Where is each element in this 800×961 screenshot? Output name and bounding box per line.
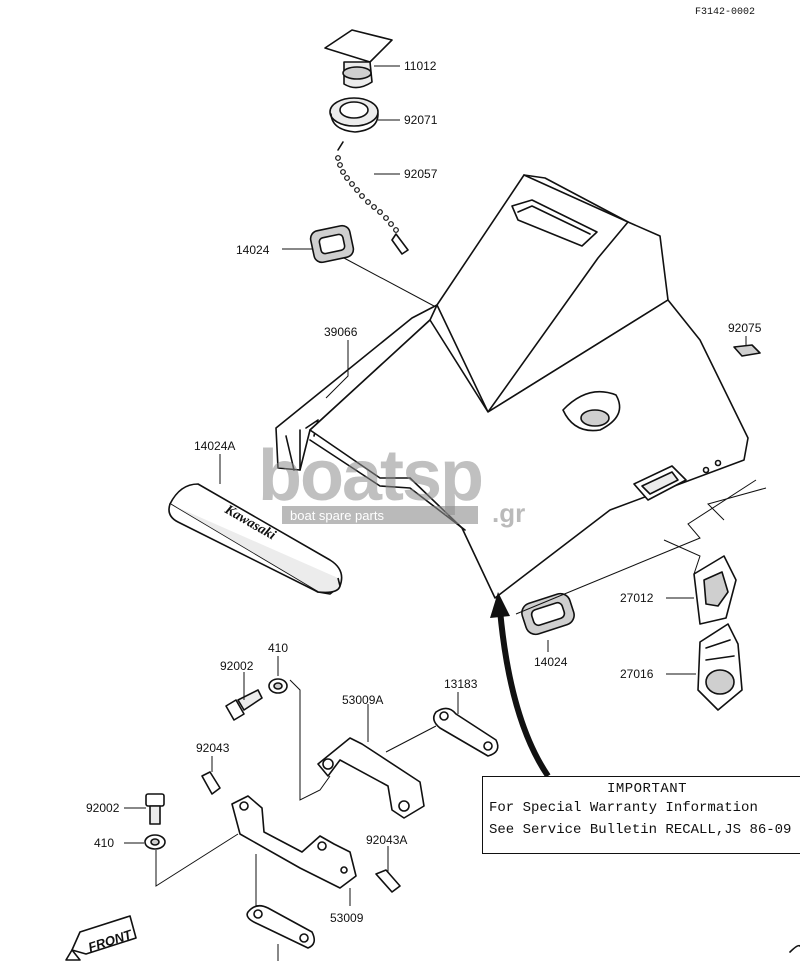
- pin-92043a-shape: [375, 869, 401, 893]
- watermark-tagline-bar: [282, 506, 478, 524]
- important-notice: IMPORTANT For Special Warranty Informati…: [482, 776, 800, 854]
- part-label-410-upper: 410: [268, 641, 288, 655]
- grommet-92071-shape: [329, 97, 379, 133]
- part-label-27012: 27012: [620, 591, 654, 605]
- part-label-92002-upper: 92002: [220, 659, 254, 673]
- watermark: boatsp .gr boat spare parts: [258, 436, 525, 528]
- part-label-53009a: 53009A: [342, 693, 383, 707]
- leader-lines: [124, 65, 767, 961]
- part-label-92043: 92043: [196, 741, 230, 755]
- latch-plate-27012-shape: [693, 555, 737, 625]
- plate-lower-shape: [246, 904, 316, 949]
- notice-title: IMPORTANT: [606, 781, 688, 797]
- bracket-53009a-shape: [317, 737, 425, 819]
- part-label-11012: 11012: [404, 59, 437, 73]
- bolt-92002-lower-shape: [145, 793, 165, 825]
- part-label-14024-lower: 14024: [534, 655, 568, 669]
- notice-arrow: [490, 592, 551, 778]
- grommet-14024-upper-shape: [309, 224, 355, 264]
- part-label-13183: 13183: [444, 677, 478, 691]
- plug-92075-shape: [733, 344, 761, 357]
- watermark-brand: boatsp: [258, 436, 482, 516]
- part-label-14024a: 14024A: [194, 439, 235, 453]
- cap-11012-shape: [324, 29, 393, 89]
- part-label-92057: 92057: [404, 167, 438, 181]
- part-label-92075: 92075: [728, 321, 762, 335]
- washer-410-upper-shape: [268, 678, 288, 694]
- drawing-code: F3142-0002: [695, 7, 755, 18]
- front-marker: FRONT: [65, 915, 137, 961]
- bracket-53009-shape: [231, 795, 357, 889]
- notice-line-2: See Service Bulletin RECALL,JS 86-09: [489, 822, 792, 838]
- pin-92043-shape: [201, 771, 221, 795]
- chain-92057-shape: [335, 141, 409, 255]
- part-label-92043a: 92043A: [366, 833, 407, 847]
- part-labels: 11012 92071 92057 14024 39066 92075 1402…: [86, 59, 762, 925]
- part-label-27016: 27016: [620, 667, 654, 681]
- grommet-14024-lower-shape: [521, 592, 575, 636]
- cover-39066-shape: [275, 174, 749, 599]
- latch-27016-shape: [697, 623, 743, 711]
- part-label-410-lower: 410: [94, 836, 114, 850]
- part-label-39066: 39066: [324, 325, 358, 339]
- notice-line-1: For Special Warranty Information: [489, 800, 758, 816]
- watermark-tld: .gr: [492, 498, 525, 528]
- washer-410-lower-shape: [144, 834, 166, 850]
- part-label-14024-upper: 14024: [236, 243, 270, 257]
- part-label-92071: 92071: [404, 113, 438, 127]
- plate-13183-shape: [432, 707, 499, 757]
- watermark-tagline: boat spare parts: [290, 508, 384, 523]
- bolt-92002-upper-shape: [225, 689, 263, 721]
- part-label-92002-lower: 92002: [86, 801, 120, 815]
- part-label-53009: 53009: [330, 911, 364, 925]
